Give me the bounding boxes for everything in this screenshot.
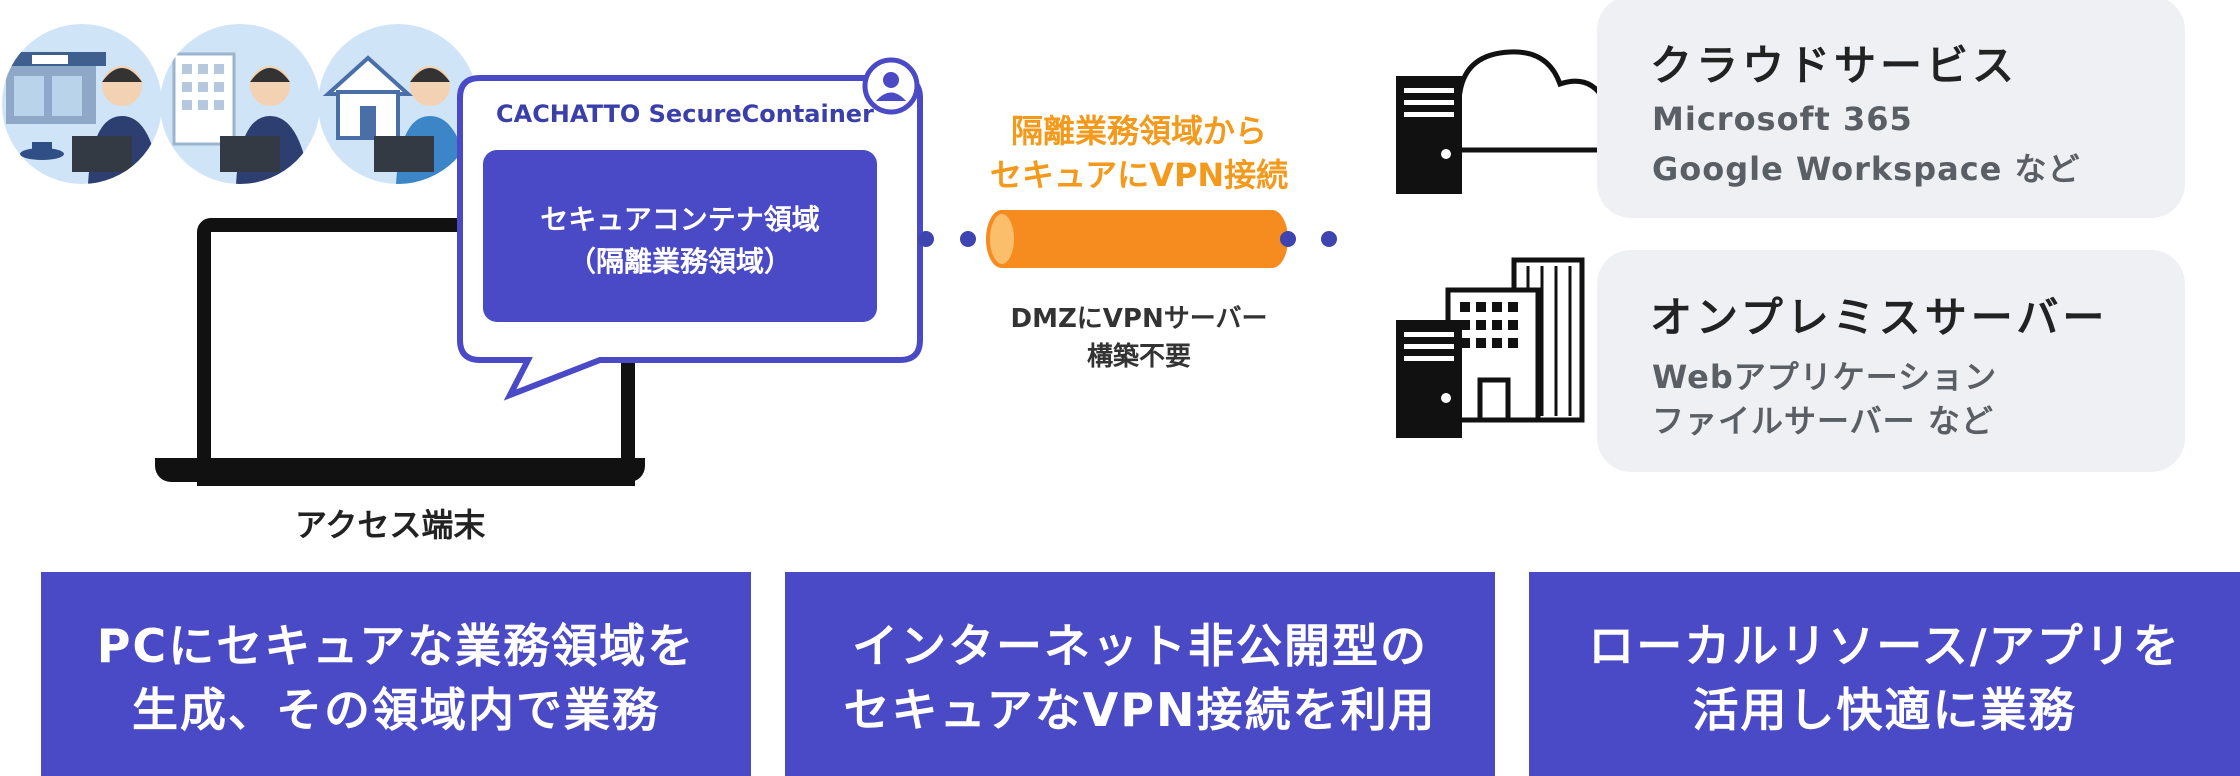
banner-line2: 生成、その領域内で業務 xyxy=(132,683,660,737)
connection-dot xyxy=(960,231,976,247)
feature-banner-workspace: PCにセキュアな業務領域を 生成、その領域内で業務 xyxy=(41,572,751,776)
vpn-tunnel xyxy=(986,210,1288,268)
cloud-card-sub2: Google Workspace など xyxy=(1652,150,2081,188)
banner-line2: 活用し快適に業務 xyxy=(1692,683,2077,737)
office-building-icon xyxy=(172,52,310,184)
scene-home xyxy=(318,24,478,184)
onprem-card-sub2: ファイルサーバー など xyxy=(1652,402,1994,440)
cafe-icon xyxy=(6,52,160,184)
dmz-note-line2: 構築不要 xyxy=(1086,342,1191,372)
cloud-card-sub1: Microsoft 365 xyxy=(1652,100,1913,138)
banner-line1: ローカルリソース/アプリを xyxy=(1588,619,2181,673)
house-icon xyxy=(322,55,470,184)
onprem-card-sub1: Webアプリケーション xyxy=(1652,358,1998,396)
cloud-card-title: クラウドサービス xyxy=(1650,41,2019,90)
banner-line1: インターネット非公開型の xyxy=(852,619,1428,673)
onprem-server-card xyxy=(1597,250,2185,472)
banner-line2: セキュアなVPN接続を利用 xyxy=(843,683,1437,737)
cloud-service-card xyxy=(1597,0,2185,218)
building-icon xyxy=(1445,257,1585,423)
secure-container-label: セキュアコンテナ領域 xyxy=(540,203,820,236)
feature-banner-vpn: インターネット非公開型の セキュアなVPN接続を利用 xyxy=(785,572,1495,776)
vpn-caption-line1: 隔離業務領域から xyxy=(1010,112,1267,150)
connection-dot xyxy=(1321,231,1337,247)
connection-dot xyxy=(1280,231,1296,247)
isolated-area-label: （隔離業務領域） xyxy=(567,245,792,278)
person-icon xyxy=(862,57,920,115)
banner-line1: PCにセキュアな業務領域を xyxy=(96,619,696,673)
access-terminal-label: アクセス端末 xyxy=(295,506,486,544)
server-icon xyxy=(1396,320,1462,438)
connection-dot xyxy=(918,231,934,247)
vpn-caption-line2: セキュアにVPN接続 xyxy=(989,156,1289,194)
server-icon xyxy=(1396,76,1462,194)
dmz-note-line1: DMZにVPNサーバー xyxy=(1010,304,1268,334)
bubble-title: CACHATTO SecureContainer xyxy=(496,100,874,128)
scene-cafe xyxy=(2,24,162,184)
feature-banner-local: ローカルリソース/アプリを 活用し快適に業務 xyxy=(1529,572,2240,776)
secure-container-area xyxy=(483,150,877,322)
scene-office xyxy=(160,24,320,184)
onprem-card-title: オンプレミスサーバー xyxy=(1650,293,2109,342)
laptop-base xyxy=(155,458,645,482)
